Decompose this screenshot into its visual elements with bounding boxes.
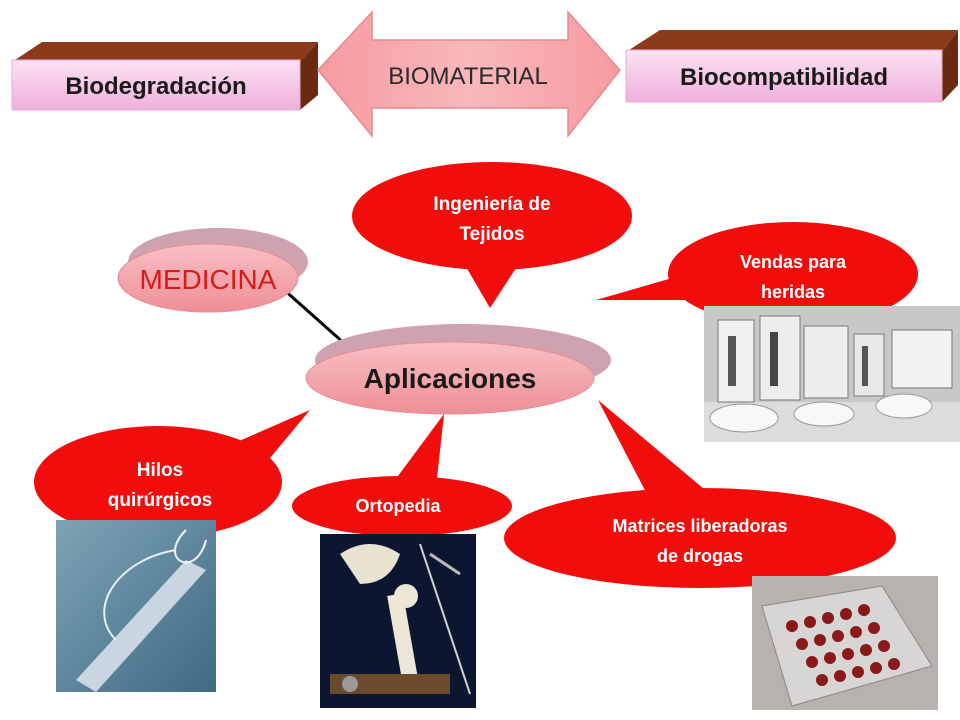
ingenieria-line1: Ingeniería de <box>433 194 550 215</box>
vendas-line1: Vendas para <box>740 252 847 272</box>
callout-ingenieria: Ingeniería de Tejidos <box>352 162 632 308</box>
connector-line <box>281 286 346 346</box>
bandages-illustration <box>704 306 960 442</box>
aplicaciones-node: Aplicaciones <box>305 324 611 415</box>
matrices-line1: Matrices liberadoras <box>612 516 787 536</box>
drug-matrices-illustration <box>752 576 938 710</box>
surgical-thread-photo <box>56 520 216 692</box>
callout-matrices: Matrices liberadoras de drogas <box>504 400 896 588</box>
ortopedia-label: Ortopedia <box>355 496 441 516</box>
aplicaciones-label: Aplicaciones <box>364 363 537 394</box>
vendas-line2: heridas <box>761 282 825 302</box>
matrices-line2: de drogas <box>657 546 743 566</box>
callout-vendas: Vendas para heridas <box>596 222 918 326</box>
medicina-node: MEDICINA <box>117 228 308 313</box>
orthopedics-illustration <box>320 534 476 708</box>
drug-matrices-photo <box>752 576 938 710</box>
orthopedics-photo <box>320 534 476 708</box>
biocompatibilidad-tab: Biocompatibilidad <box>625 30 958 103</box>
hilos-line2: quirúrgicos <box>108 490 213 511</box>
biodegradacion-tab: Biodegradación <box>11 42 318 111</box>
surgical-thread-illustration <box>56 520 216 692</box>
biomaterial-label: BIOMATERIAL <box>388 63 548 90</box>
ingenieria-line2: Tejidos <box>459 224 524 245</box>
bandages-photo <box>704 306 960 442</box>
medicina-label: MEDICINA <box>140 264 277 295</box>
callout-hilos: Hilos quirúrgicos <box>34 410 310 538</box>
hilos-line1: Hilos <box>137 460 183 481</box>
biomaterial-double-arrow: BIOMATERIAL <box>317 10 621 139</box>
biodegradacion-label: Biodegradación <box>65 73 246 100</box>
biocompatibilidad-label: Biocompatibilidad <box>680 64 888 91</box>
callout-ortopedia: Ortopedia <box>292 414 512 536</box>
